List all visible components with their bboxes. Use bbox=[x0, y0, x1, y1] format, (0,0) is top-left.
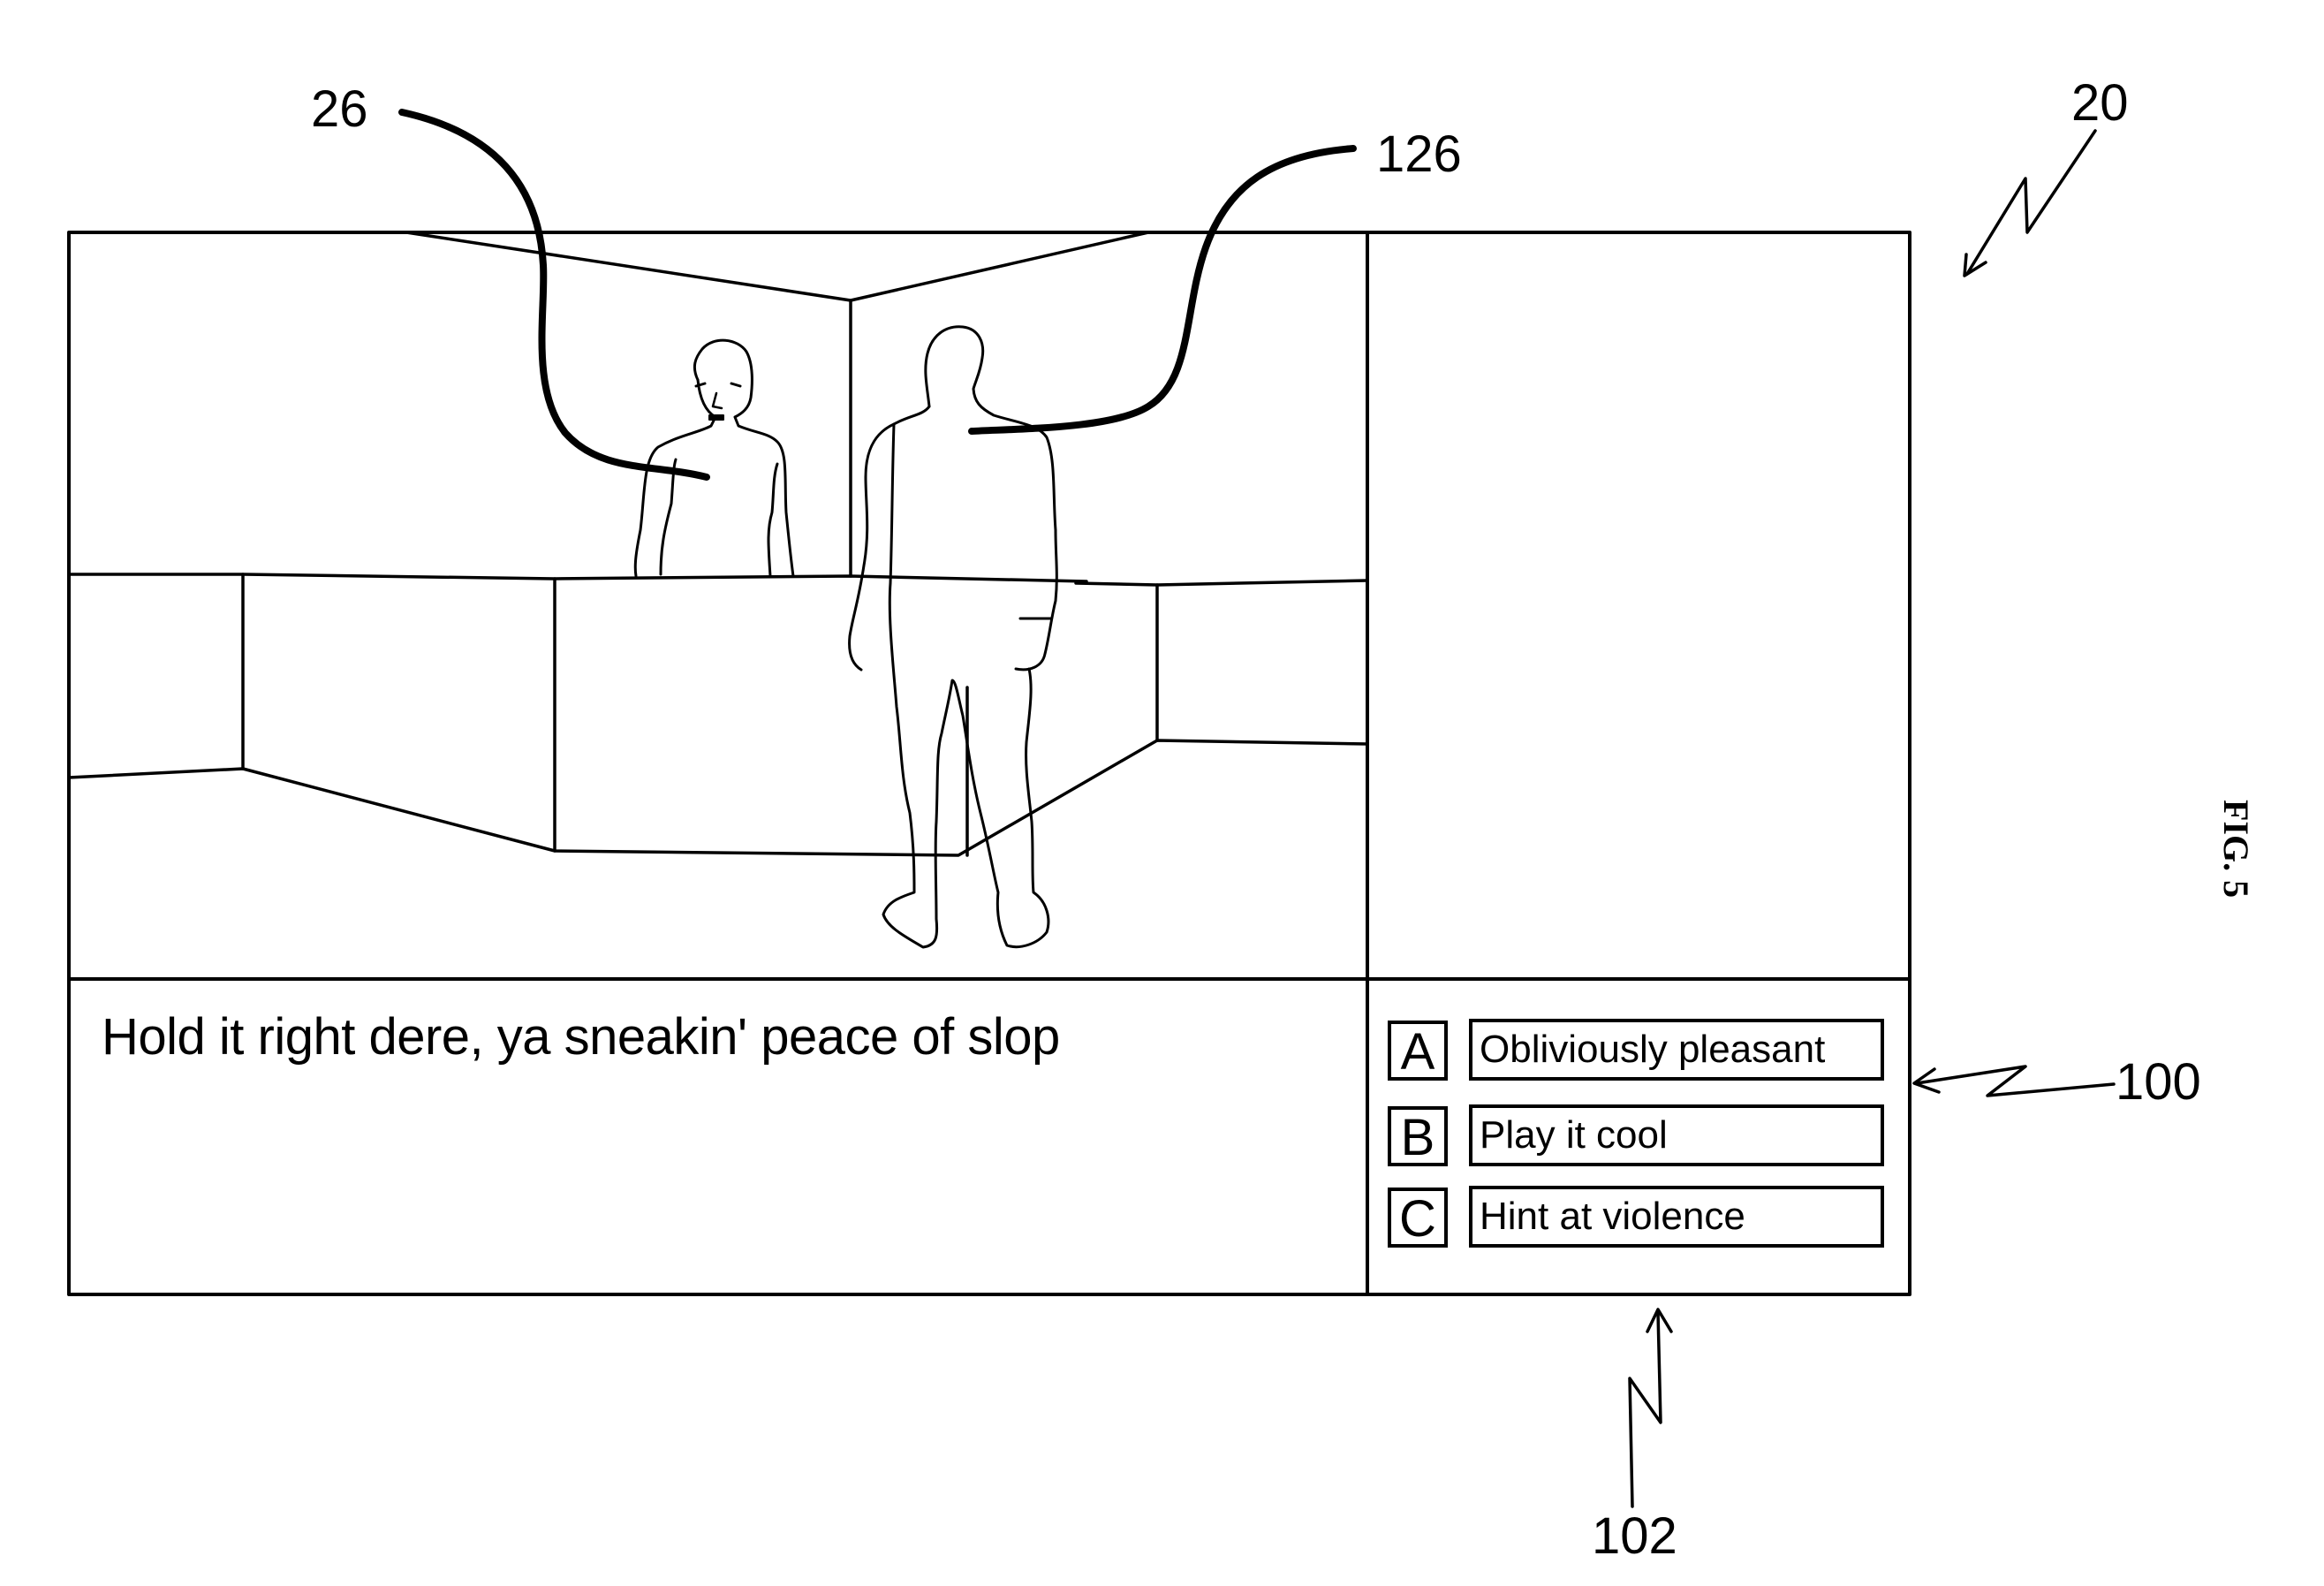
npc-character-figure bbox=[633, 338, 795, 578]
leader-line-126 bbox=[968, 145, 1357, 435]
ref-numeral-126: 126 bbox=[1376, 125, 1462, 183]
ref-numeral-100: 100 bbox=[2116, 1053, 2201, 1111]
leader-arrow-100 bbox=[1912, 1065, 2116, 1097]
ref-numeral-20: 20 bbox=[2071, 74, 2129, 132]
option-a-key[interactable]: A bbox=[1388, 1021, 1448, 1081]
option-c-key[interactable]: C bbox=[1388, 1188, 1448, 1248]
option-a-button[interactable]: Obliviously pleasant bbox=[1469, 1019, 1884, 1081]
room-walls bbox=[67, 231, 1369, 857]
ref-numeral-26: 26 bbox=[311, 80, 368, 138]
figure-label: FIG. 5 bbox=[2216, 800, 2256, 899]
option-b-button[interactable]: Play it cool bbox=[1469, 1104, 1884, 1166]
leader-arrow-20 bbox=[1963, 129, 2097, 277]
leader-arrow-102 bbox=[1628, 1308, 1673, 1508]
npc-dialogue-text: Hold it right dere, ya sneakin' peace of… bbox=[102, 1008, 1060, 1066]
display-frame bbox=[67, 231, 1911, 1296]
option-b-key[interactable]: B bbox=[1388, 1106, 1448, 1166]
option-c-button[interactable]: Hint at violence bbox=[1469, 1186, 1884, 1248]
player-character-figure bbox=[848, 325, 1058, 949]
leader-line-26 bbox=[398, 109, 710, 481]
ref-numeral-102: 102 bbox=[1592, 1507, 1677, 1565]
